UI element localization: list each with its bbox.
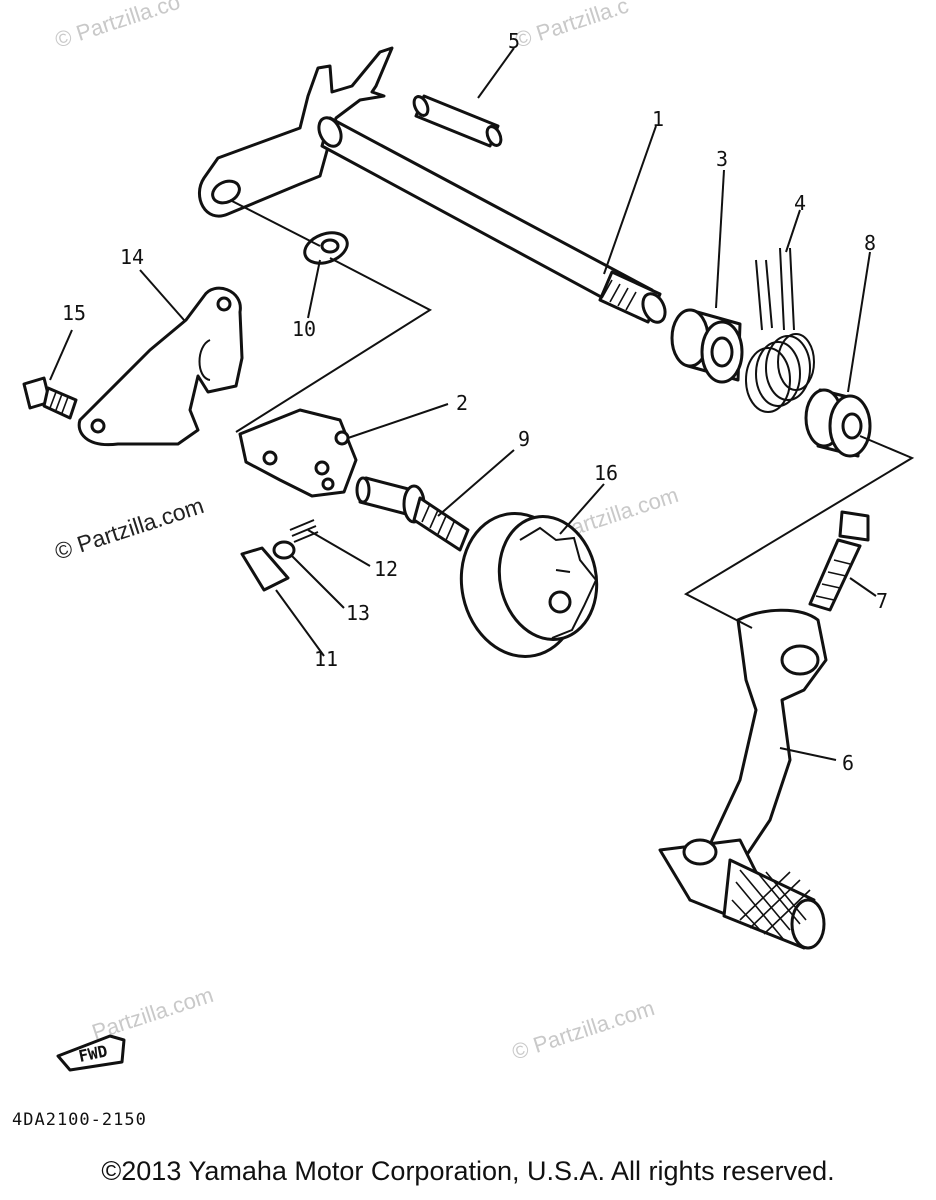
- callout-15: 15: [62, 301, 86, 325]
- callout-2: 2: [456, 391, 468, 415]
- part-shift-cam: [459, 512, 599, 658]
- callout-14: 14: [120, 245, 144, 269]
- watermark-left: © Partzilla.com: [52, 492, 207, 565]
- callout-1: 1: [652, 107, 664, 131]
- part-pedal-bolt: [808, 510, 870, 612]
- watermark-top-left: © Partzilla.co: [52, 0, 183, 53]
- callout-16: 16: [594, 461, 618, 485]
- callout-11: 11: [314, 647, 338, 671]
- part-bolt-small: [22, 376, 78, 420]
- callout-5: 5: [508, 29, 520, 53]
- part-washer: [303, 231, 349, 265]
- part-segment: [238, 408, 358, 498]
- callout-9: 9: [518, 427, 530, 451]
- part-pawl: [240, 546, 290, 592]
- part-collar: [670, 308, 744, 384]
- callout-7: 7: [876, 589, 888, 613]
- part-stopper-plate: [77, 286, 244, 447]
- callout-13: 13: [346, 601, 370, 625]
- part-pin: [412, 94, 503, 148]
- part-spring: [745, 247, 815, 413]
- watermark-bottom-right: © Partzilla.com: [509, 995, 658, 1065]
- part-small-spring: [289, 519, 319, 543]
- fwd-indicator: FWD: [56, 1034, 126, 1072]
- callout-6: 6: [842, 751, 854, 775]
- leader-lines: [49, 47, 915, 761]
- watermark-top-center: © Partzilla.c: [512, 0, 632, 53]
- part-small-pin: [272, 540, 296, 560]
- callout-3: 3: [716, 147, 728, 171]
- callout-8: 8: [864, 231, 876, 255]
- part-shift-pedal: [658, 608, 828, 950]
- part-collar-2: [804, 388, 872, 458]
- callout-4: 4: [794, 191, 806, 215]
- part-shift-shaft: [198, 46, 667, 324]
- copyright-notice: ©2013 Yamaha Motor Corporation, U.S.A. A…: [101, 1156, 835, 1186]
- callout-12: 12: [374, 557, 398, 581]
- part-shaft-bolt: [355, 476, 470, 552]
- diagram-code: 4DA2100-2150: [12, 1110, 147, 1130]
- callout-10: 10: [292, 317, 316, 341]
